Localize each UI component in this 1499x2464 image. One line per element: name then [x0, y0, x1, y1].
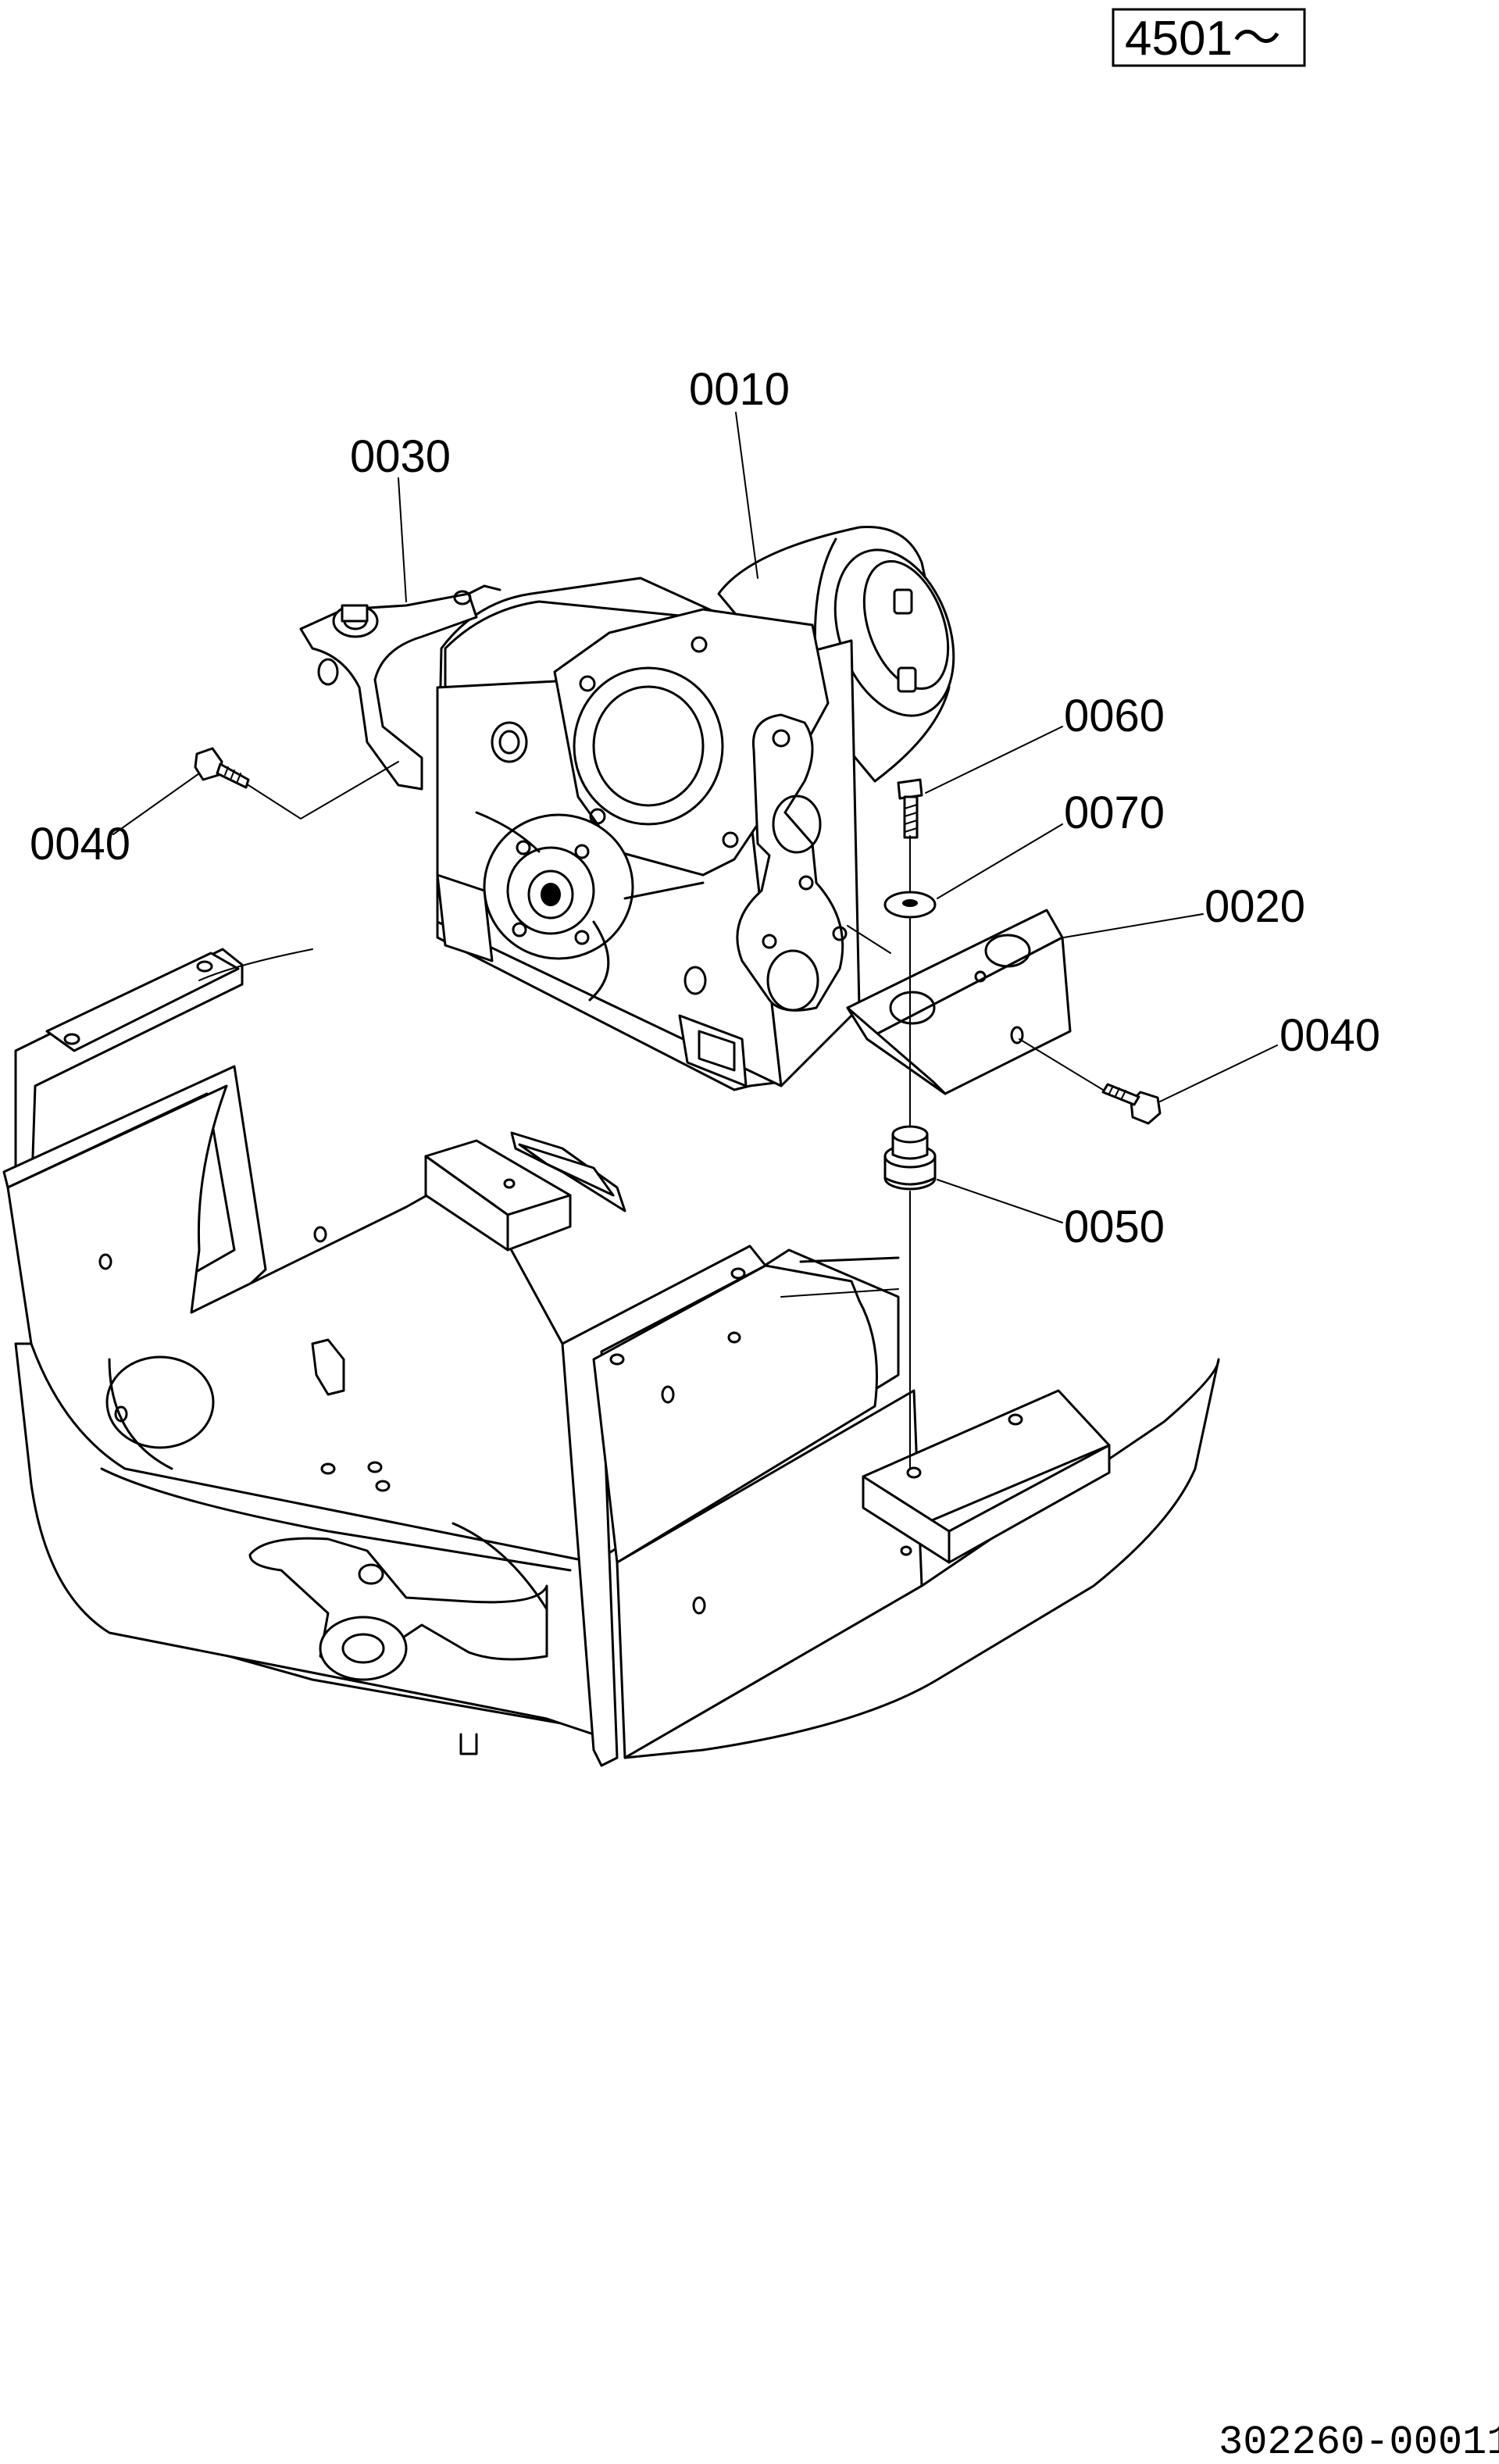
serial-range-text: 4501～	[1125, 12, 1281, 66]
washer-0070	[883, 891, 937, 919]
callout-0010: 0010	[689, 364, 790, 415]
callout-0040-left: 0040	[30, 819, 130, 870]
rubber-mount-0050	[883, 1125, 937, 1191]
callout-0020: 0020	[1205, 881, 1305, 932]
callout-0040-right: 0040	[1280, 1010, 1380, 1061]
callout-0060: 0060	[1064, 691, 1165, 741]
bolt-0040-left	[194, 747, 250, 789]
drawing-number: 302260-00011	[1219, 2419, 1499, 2464]
swing-frame	[2, 948, 1220, 1767]
hydraulic-motor-assembly	[299, 526, 955, 1091]
callout-0050: 0050	[1064, 1202, 1165, 1252]
callout-0070: 0070	[1064, 787, 1165, 838]
assembly-lines	[248, 761, 1104, 1469]
callout-0030: 0030	[350, 431, 451, 482]
bolt-0060	[897, 778, 923, 839]
mounting-bracket-0020	[846, 909, 1072, 1095]
serial-range-box: 4501～	[1112, 8, 1306, 67]
bolt-0040-right	[1101, 1083, 1162, 1125]
callouts: 0010 0030 0060 0070 0020 0040 0040 0050	[30, 364, 1380, 1252]
